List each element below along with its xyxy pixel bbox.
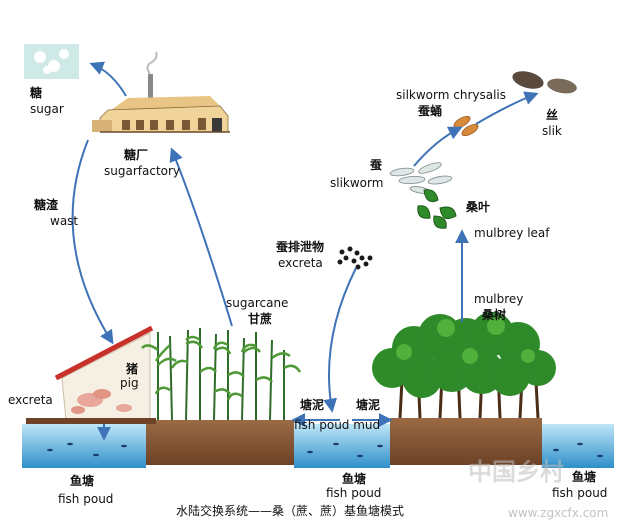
sugarcane-label-en: sugarcane xyxy=(226,296,289,310)
mulberry-trees-icon xyxy=(372,312,556,419)
diagram-caption: 水陆交换系统——桑（蔗、蔗）基鱼塘模式 xyxy=(176,504,405,518)
arrow-cane-to-factory xyxy=(169,147,233,327)
silk-label-zh: 丝 xyxy=(546,108,559,122)
pond-mid-label-en: fish poud xyxy=(326,486,382,500)
mulberry-leaf-icon xyxy=(417,189,457,229)
arrow-excreta-to-pond xyxy=(323,267,357,413)
watermark-text: 中国乡村 xyxy=(468,458,564,486)
sugarfactory-label-zh: 糖厂 xyxy=(124,148,149,162)
pond-left-label-en: fish poud xyxy=(58,492,114,506)
pond-mid-label-zh: 鱼塘 xyxy=(342,472,367,486)
silkworm-label-zh: 蚕 xyxy=(370,158,383,172)
silkworm-excreta-icon xyxy=(337,246,373,270)
silkworm-chrysalis-icon xyxy=(453,115,479,137)
silkworm-icon xyxy=(389,162,453,194)
arrow-to-silk xyxy=(475,91,539,125)
mud-right-label-zh: 塘泥 xyxy=(356,398,381,412)
sugar-factory-icon xyxy=(92,51,230,133)
leaf-label-en: mulbrey leaf xyxy=(474,226,550,240)
flow-arrows xyxy=(71,61,539,441)
arrow-to-chrysalis xyxy=(413,126,463,167)
mud-left-label-zh: 塘泥 xyxy=(300,398,325,412)
silkworm-excreta-label-zh: 蚕排泄物 xyxy=(276,240,325,254)
silkworm-label-en: slikworm xyxy=(330,176,384,190)
silk-cocoon-icon xyxy=(512,71,577,94)
mulberry-label-en: mulbrey xyxy=(474,292,524,306)
chrysalis-label-zh: 蚕蛹 xyxy=(418,104,443,118)
sugar-label-en: sugar xyxy=(30,102,64,116)
leaf-label-zh: 桑叶 xyxy=(466,200,491,214)
pig-label-en: pig xyxy=(120,376,139,390)
arrow-factory-to-pig xyxy=(71,139,114,345)
pig-label-zh: 猪 xyxy=(126,362,139,376)
waste-label-en: wast xyxy=(50,214,79,228)
sugar-label-zh: 糖 xyxy=(30,86,43,100)
pond-right-label-zh: 鱼塘 xyxy=(572,470,597,484)
fish-ponds xyxy=(22,424,614,468)
chrysalis-label-en: silkworm chrysalis xyxy=(396,88,507,102)
waste-label-zh: 糖渣 xyxy=(34,198,59,212)
pig-excreta-label: excreta xyxy=(8,393,53,407)
sugar-icon xyxy=(24,44,79,79)
sugarcane-label-zh: 甘蔗 xyxy=(248,312,273,326)
pig-shed-icon xyxy=(54,325,154,421)
mulberry-label-zh: 桑树 xyxy=(482,308,507,322)
silk-label-en: slik xyxy=(542,124,562,138)
sugarfactory-label-en: sugarfactory xyxy=(104,164,181,178)
fishpond-mud-label-en: fish poud mud xyxy=(294,418,381,432)
dike-ground xyxy=(26,418,542,465)
pond-left-label-zh: 鱼塘 xyxy=(70,474,95,488)
pond-right-label-en: fish poud xyxy=(552,486,608,500)
sugarcane-icon xyxy=(141,328,302,421)
silkworm-excreta-label-en: excreta xyxy=(278,256,323,270)
arrow-factory-to-sugar xyxy=(89,61,127,97)
watermark-url: www.zgxcfx.com xyxy=(508,506,609,520)
